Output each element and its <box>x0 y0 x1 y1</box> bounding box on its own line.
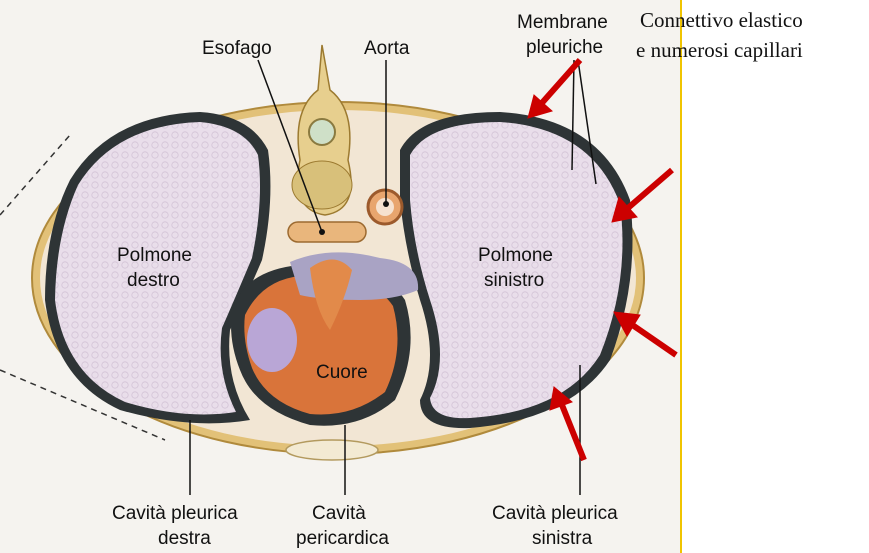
label-connettivo-2: e numerosi capillari <box>636 37 803 63</box>
label-membrane-1: Membrane <box>517 12 608 34</box>
label-cuore: Cuore <box>316 362 368 384</box>
label-cavita-peri-1: Cavità <box>312 503 366 525</box>
label-esofago: Esofago <box>202 38 272 60</box>
red-arrow-right-upper <box>628 170 672 208</box>
label-cavita-dx-2: destra <box>158 528 211 550</box>
label-cavita-dx-1: Cavità pleurica <box>112 503 238 525</box>
label-cavita-sx-2: sinistra <box>532 528 592 550</box>
label-polmone-destro-1: Polmone <box>117 245 192 267</box>
heart-atrium <box>247 308 297 372</box>
label-cavita-sx-1: Cavità pleurica <box>492 503 618 525</box>
label-membrane-2: pleuriche <box>526 37 603 59</box>
spinal-cord <box>309 119 335 145</box>
esophagus <box>288 222 366 242</box>
label-cavita-peri-2: pericardica <box>296 528 389 550</box>
dashed-line-upper <box>0 135 70 215</box>
label-polmone-sinistro-1: Polmone <box>478 245 553 267</box>
label-polmone-sinistro-2: sinistro <box>484 270 544 292</box>
vertebral-body <box>292 161 352 209</box>
leader-dot-aorta <box>383 201 389 207</box>
label-aorta: Aorta <box>364 38 409 60</box>
leader-dot-esofago <box>319 229 325 235</box>
label-polmone-destro-2: destro <box>127 270 180 292</box>
label-connettivo-1: Connettivo elastico <box>640 7 803 33</box>
aorta-lumen <box>376 198 394 216</box>
red-arrow-right-lower <box>631 324 676 355</box>
sternum <box>286 440 378 460</box>
